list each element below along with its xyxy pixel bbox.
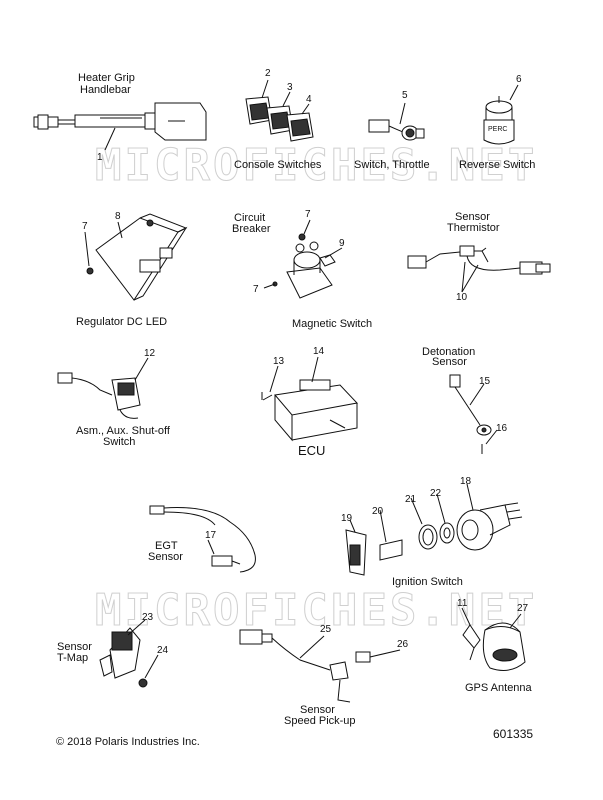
label-handlebar: Handlebar — [80, 84, 131, 96]
label-sensor-thermistor-2: Thermistor — [447, 222, 500, 234]
callout-22: 22 — [430, 488, 442, 499]
reverse-switch-drawing — [483, 96, 515, 145]
callout-7b: 7 — [305, 209, 311, 220]
callout-7c: 7 — [253, 284, 259, 295]
callout-27: 27 — [517, 603, 529, 614]
callout-12: 12 — [144, 348, 156, 359]
callout-6: 6 — [516, 74, 522, 85]
callout-13: 13 — [273, 356, 285, 367]
label-aux-2: Switch — [103, 436, 136, 448]
label-speed-2: Speed Pick-up — [284, 715, 356, 727]
label-ecu: ECU — [298, 443, 326, 458]
callout-5: 5 — [402, 90, 408, 101]
callout-7a: 7 — [82, 221, 88, 232]
callout-25: 25 — [320, 624, 332, 635]
figure-number: 601335 — [493, 727, 534, 741]
ignition-switch-drawing — [345, 502, 523, 576]
label-aux-1: Asm., Aux. Shut-off — [76, 425, 170, 437]
callout-2: 2 — [265, 68, 271, 79]
label-tmap-1: Sensor — [57, 641, 92, 653]
magnetic-switch-drawing — [272, 233, 336, 299]
callout-18: 18 — [460, 476, 472, 487]
label-breaker: Breaker — [232, 223, 271, 235]
label-detonation-1: Detonation — [422, 346, 476, 358]
callout-20: 20 — [372, 506, 384, 517]
label-egt-2: Sensor — [148, 551, 183, 563]
egt-sensor-drawing — [149, 505, 256, 573]
label-magnetic-switch: Magnetic Switch — [292, 318, 373, 330]
label-speed-1: Sensor — [300, 704, 335, 716]
label-reverse-mark: PERC — [488, 126, 508, 133]
callout-23: 23 — [142, 612, 154, 623]
ecu-drawing — [261, 379, 358, 442]
speed-sensor-drawing — [239, 629, 371, 703]
copyright: © 2018 Polaris Industries Inc. — [56, 736, 200, 748]
callout-26: 26 — [397, 639, 409, 650]
label-circuit: Circuit — [234, 212, 266, 224]
callout-21: 21 — [405, 494, 417, 505]
label-gps-antenna: GPS Antenna — [465, 682, 532, 694]
callout-14: 14 — [313, 346, 325, 357]
label-reverse-switch: Reverse Switch — [459, 159, 536, 171]
callout-10: 10 — [456, 292, 468, 303]
detonation-sensor-drawing — [449, 374, 492, 454]
label-console-switches: Console Switches — [234, 159, 322, 171]
throttle-switch-drawing — [368, 119, 425, 141]
regulator-drawing — [86, 213, 188, 301]
callout-3: 3 — [287, 82, 293, 93]
label-ignition-switch: Ignition Switch — [392, 576, 463, 588]
callout-15: 15 — [479, 376, 491, 387]
tmap-sensor-drawing — [99, 627, 148, 688]
callout-8: 8 — [115, 211, 121, 222]
label-switch-throttle: Switch, Throttle — [354, 159, 430, 171]
label-detonation-2: Sensor — [432, 356, 467, 368]
label-egt-1: EGT — [155, 540, 178, 552]
watermark-top: MICROFICHES.NET — [94, 140, 538, 192]
console-switches-drawing — [245, 96, 314, 142]
label-regulator: Regulator DC LED — [76, 316, 168, 328]
watermark-bottom: MICROFICHES.NET — [94, 585, 538, 637]
aux-shutoff-drawing — [57, 372, 141, 419]
label-heater-grip: Heater Grip — [78, 72, 135, 84]
label-tmap-2: T-Map — [57, 652, 89, 664]
callout-19: 19 — [341, 513, 353, 524]
callout-11: 11 — [457, 598, 468, 609]
callout-24: 24 — [157, 645, 169, 656]
thermistor-drawing — [407, 245, 551, 275]
callout-9: 9 — [339, 238, 345, 249]
callout-17: 17 — [205, 530, 217, 541]
gps-antenna-drawing — [462, 622, 526, 671]
callout-4: 4 — [306, 94, 312, 105]
callout-16: 16 — [496, 423, 508, 434]
heater-grip-drawing — [33, 102, 207, 141]
callout-1: 1 — [97, 152, 103, 163]
label-sensor-thermistor-1: Sensor — [455, 211, 490, 223]
